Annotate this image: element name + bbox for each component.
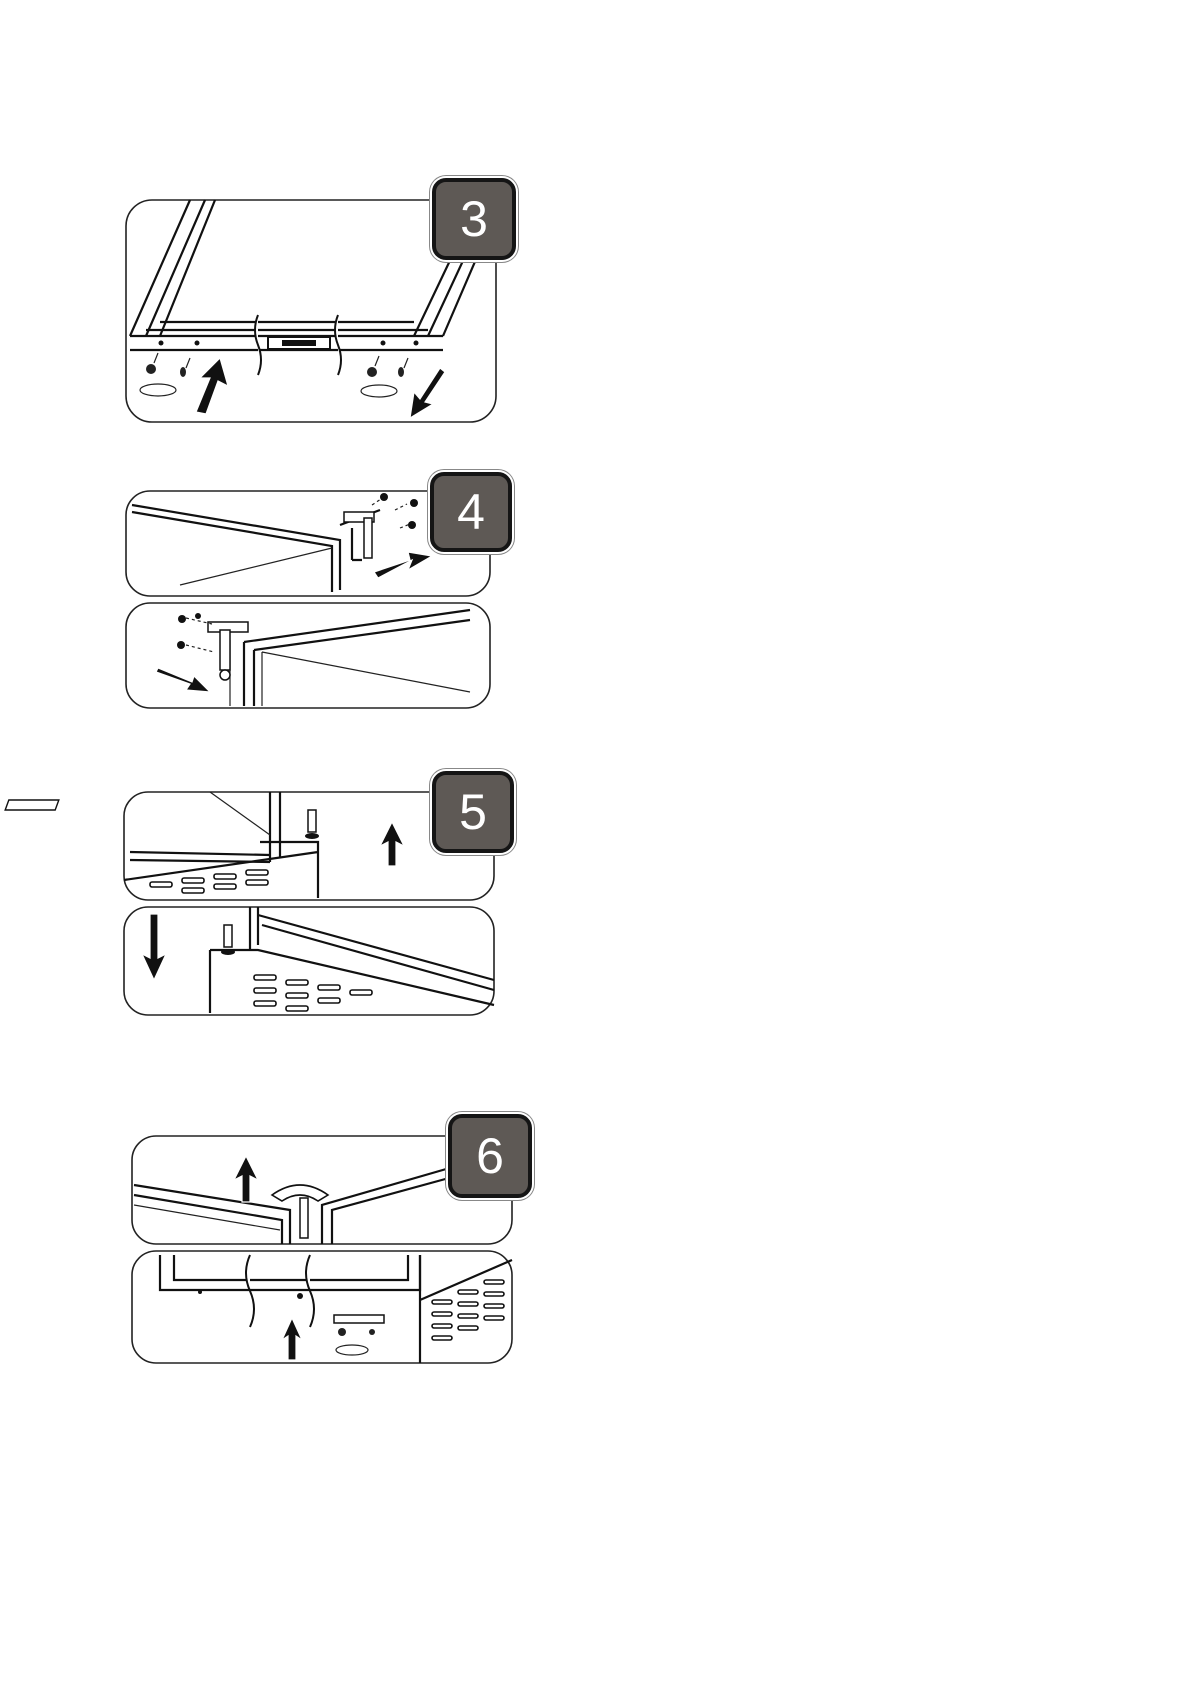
step-5-illustration [0,792,494,1015]
step-number-badge: 6 [448,1114,532,1198]
step-number-badge: 5 [432,771,514,853]
step-number-badge: 3 [432,178,516,260]
step-number-badge: 4 [430,472,512,552]
